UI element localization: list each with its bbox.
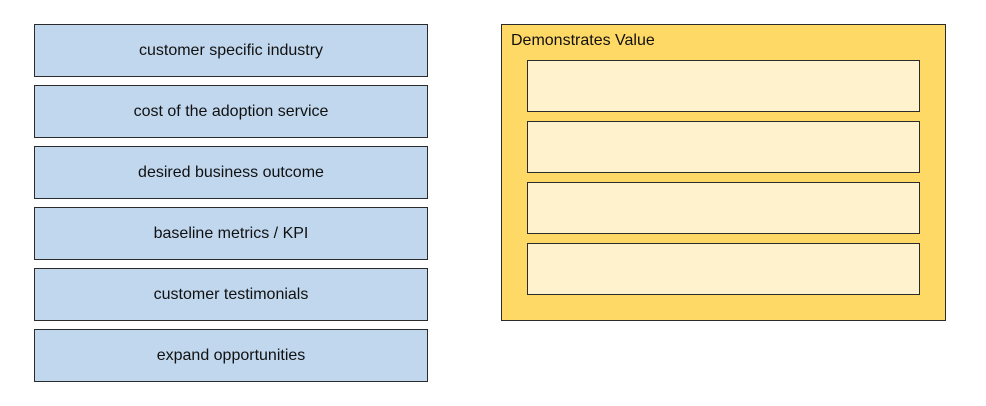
demonstrates-value-panel: Demonstrates Value — [501, 24, 946, 321]
option-expand-opportunities[interactable]: expand opportunities — [34, 329, 428, 382]
option-cost-of-adoption-service[interactable]: cost of the adoption service — [34, 85, 428, 138]
answer-options-list: customer specific industry cost of the a… — [34, 24, 428, 382]
drop-slot-4[interactable] — [527, 243, 920, 295]
option-customer-specific-industry[interactable]: customer specific industry — [34, 24, 428, 77]
drop-slot-2[interactable] — [527, 121, 920, 173]
option-customer-testimonials[interactable]: customer testimonials — [34, 268, 428, 321]
drop-slot-1[interactable] — [527, 60, 920, 112]
drop-slot-3[interactable] — [527, 182, 920, 234]
option-desired-business-outcome[interactable]: desired business outcome — [34, 146, 428, 199]
option-baseline-metrics-kpi[interactable]: baseline metrics / KPI — [34, 207, 428, 260]
panel-title: Demonstrates Value — [511, 32, 655, 49]
